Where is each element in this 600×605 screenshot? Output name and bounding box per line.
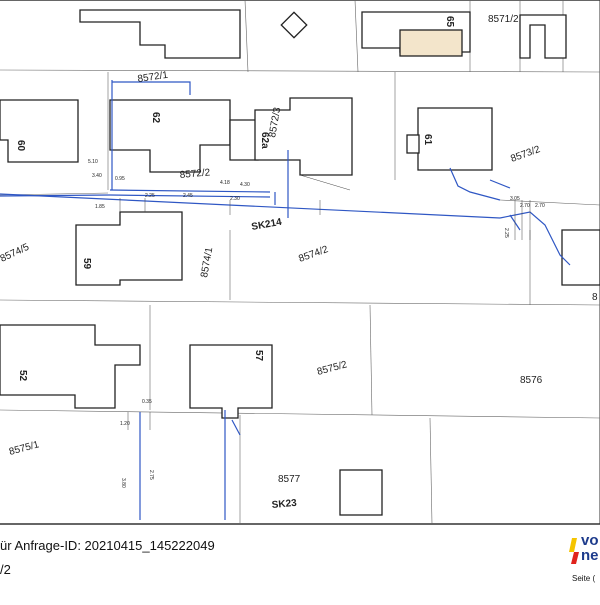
house-52: 52 <box>17 370 28 382</box>
parcel-8571-2: 8571/2 <box>488 14 519 25</box>
measurement: 4.18 <box>220 180 230 186</box>
parcel-boundaries <box>0 0 600 525</box>
provider-logo: vo ne <box>568 530 600 570</box>
measurement: 2.45 <box>183 193 193 199</box>
measurement: 5.10 <box>88 159 98 165</box>
measurement: 1.20 <box>120 421 130 427</box>
measurement: 0.95 <box>115 176 125 182</box>
measurement: 3.40 <box>92 173 102 179</box>
measurement: 2.70 <box>535 203 545 209</box>
manhole-sk214: SK214 <box>251 217 283 233</box>
dimension-ticks <box>119 174 531 430</box>
measurement: 2.75 <box>148 470 154 480</box>
parcel-8574-5: 8574/5 <box>0 242 31 265</box>
measurement: 0.35 <box>142 399 152 405</box>
measurement: 2.25 <box>145 193 155 199</box>
measurement: 3.80 <box>120 478 126 488</box>
house-59: 59 <box>81 258 92 270</box>
parcel-edge: 8 <box>592 292 598 303</box>
parcel-8574-1: 8574/1 <box>199 246 215 278</box>
page-fragment: /2 <box>0 562 11 577</box>
query-id-label: ür Anfrage-ID: 20210415_145222049 <box>0 538 215 553</box>
logo-text-bottom: ne <box>581 547 599 564</box>
house-60: 60 <box>15 140 26 152</box>
house-62: 62 <box>150 112 161 124</box>
parcel-8572-3: 8572/3 <box>267 106 283 138</box>
manhole-sk23: SK23 <box>271 498 297 511</box>
house-62a: 62a <box>259 132 270 149</box>
house-57: 57 <box>253 350 264 362</box>
logo-text-top: vo <box>581 532 599 549</box>
parcel-8572-1: 8572/1 <box>137 70 169 85</box>
measurement: 1.85 <box>95 204 105 210</box>
measurement: 2.70 <box>520 203 530 209</box>
measurement: 2.30 <box>230 196 240 202</box>
page-number-label: Seite ( <box>572 574 596 583</box>
measurement-labels: 5.10 3.40 0.95 2.25 2.45 4.18 4.30 2.30 … <box>88 159 545 488</box>
house-65: 65 <box>444 16 455 28</box>
house-61: 61 <box>422 134 433 146</box>
parcel-8573-2: 8573/2 <box>509 144 542 165</box>
parcel-8572-2: 8572/2 <box>179 167 211 181</box>
measurement: 3.05 <box>510 196 520 202</box>
parcel-8576: 8576 <box>520 375 543 386</box>
parcel-8577: 8577 <box>278 474 301 485</box>
buildings <box>0 9 600 516</box>
parcel-8574-2: 8574/2 <box>297 244 330 265</box>
logo-mark-icon <box>569 538 579 564</box>
parcel-8575-2: 8575/2 <box>316 359 349 378</box>
parcel-8575-1: 8575/1 <box>8 439 41 458</box>
measurement: 2.25 <box>503 228 509 238</box>
measurement: 4.30 <box>240 182 250 188</box>
